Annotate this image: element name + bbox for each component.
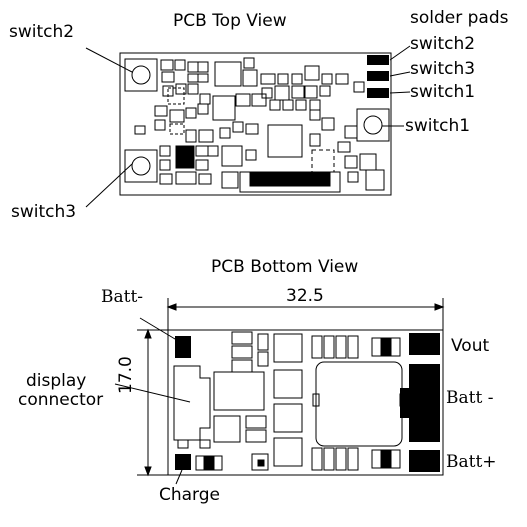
label-pad-switch3: switch3 [410, 59, 476, 79]
dimension-height [137, 328, 168, 477]
leader-switch2-left [85, 47, 133, 73]
bottom-components [177, 331, 401, 471]
top-switch2 [124, 58, 158, 92]
label-vout: Vout [451, 336, 490, 356]
top-components [134, 57, 385, 193]
leader-pad-switch2 [389, 45, 411, 61]
top-switch3 [124, 149, 158, 183]
bottom-view-title: PCB Bottom View [211, 257, 359, 277]
dimension-width-label: 32.5 [286, 286, 324, 306]
label-batt-plus: Batt+ [446, 452, 497, 472]
label-switch3-left: switch3 [11, 202, 77, 222]
label-switch2-left: switch2 [9, 22, 75, 42]
label-batt-minus-top: Batt- [101, 287, 144, 307]
leader-batt-minus-top [139, 317, 181, 343]
label-charge: Charge [159, 485, 221, 505]
label-pad-switch2: switch2 [410, 34, 476, 54]
top-switch1 [356, 108, 390, 142]
label-display-l1: display [26, 371, 87, 391]
label-pad-switch1: switch1 [410, 82, 476, 102]
bottom-pcb-outline [167, 329, 444, 476]
leader-display-connector [114, 383, 191, 403]
dimension-height-label: 17.0 [116, 356, 136, 394]
battery-pad [400, 364, 440, 442]
leader-charge [175, 469, 183, 485]
leader-pad-switch1 [389, 91, 411, 94]
top-view-title: PCB Top View [173, 11, 287, 31]
leader-pad-switch3 [389, 71, 411, 77]
battery-holder [312, 361, 407, 447]
label-batt-minus-right: Batt - [446, 388, 494, 408]
top-solder-pads [367, 55, 389, 98]
label-display-l2: connector [18, 390, 104, 410]
label-solder-pads: solder pads [410, 8, 509, 28]
leader-switch3-left [85, 163, 133, 208]
label-switch1-right: switch1 [405, 116, 471, 136]
dimension-width [166, 298, 445, 330]
